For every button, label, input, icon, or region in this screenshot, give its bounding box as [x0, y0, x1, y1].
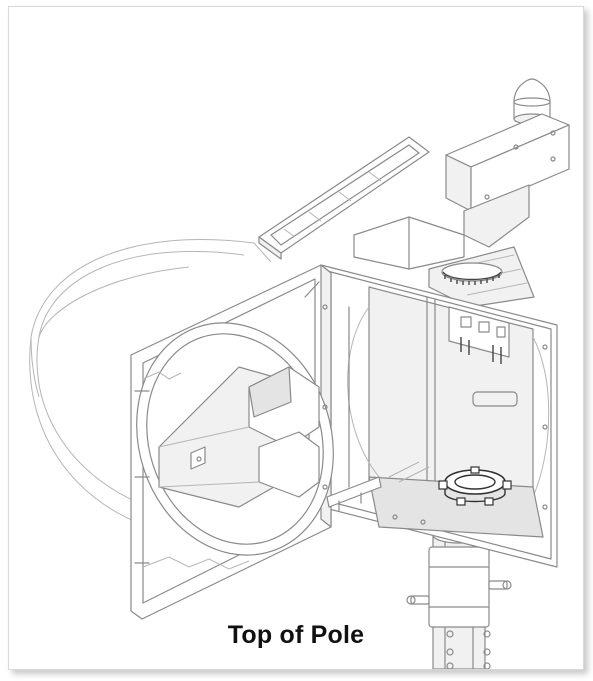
- cabinet-body: [320, 264, 558, 568]
- solar-panel: [258, 136, 430, 260]
- open-door: [130, 264, 334, 620]
- sign-assembly-illustration: [29, 78, 570, 669]
- figure-caption: Top of Pole: [227, 621, 365, 649]
- controller-box: [353, 113, 570, 270]
- hinge-bracket: [326, 476, 382, 512]
- figure-frame: Top of Pole: [8, 6, 584, 670]
- pole-coupling-ring: [438, 466, 512, 506]
- pole-mount-base: [428, 246, 535, 308]
